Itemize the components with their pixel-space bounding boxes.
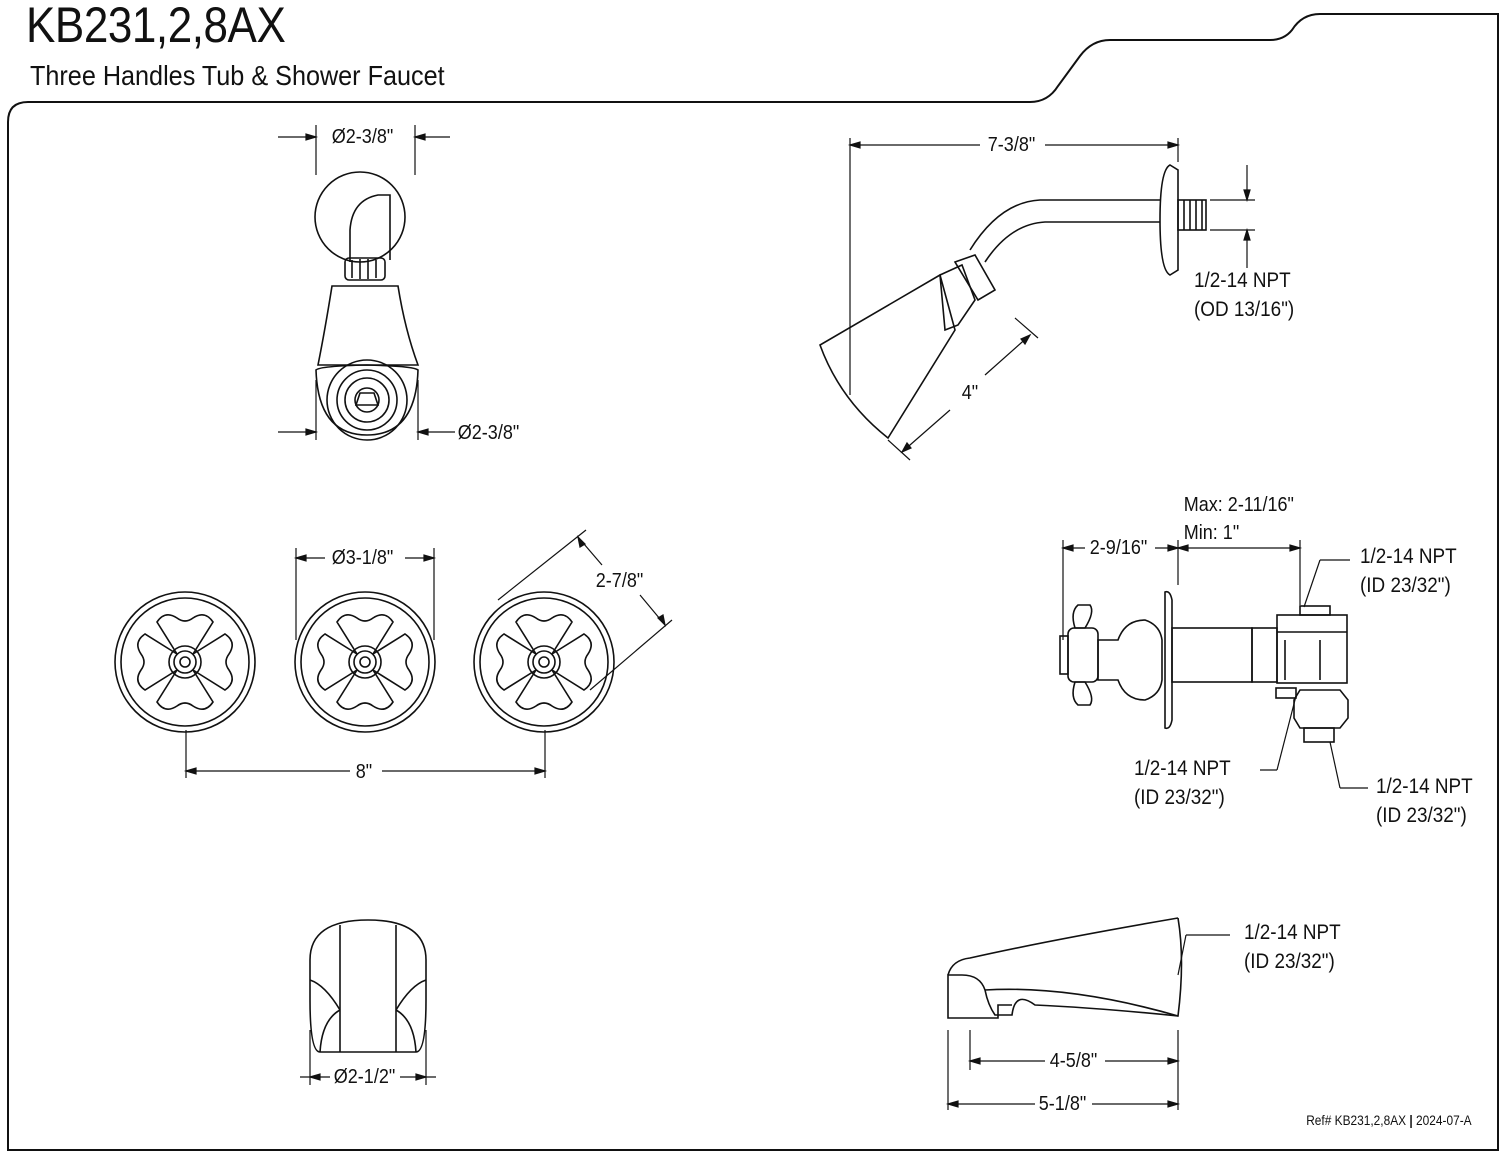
model-title: KB231,2,8AX — [26, 0, 286, 53]
note-line1: 1/2-14 NPT — [1360, 545, 1457, 568]
handle-dimensions — [183, 529, 673, 778]
dim-handle-spacing: 8" — [354, 761, 375, 783]
dim-handle-escutcheon-diag: 2-7/8" — [594, 570, 646, 592]
handles-front-view — [114, 591, 615, 733]
product-subtitle: Three Handles Tub & Shower Faucet — [30, 60, 445, 91]
footer-separator: | — [1409, 1112, 1417, 1128]
note-line1: 1/2-14 NPT — [1194, 269, 1291, 292]
note-line2: (ID 23/32") — [1134, 786, 1225, 809]
reference-footer: Ref# KB231,2,8AX | 2024-07-A — [1307, 1112, 1472, 1128]
note-spout-connection: 1/2-14 NPT (ID 23/32") — [1244, 918, 1341, 976]
revision-code: 2024-07-A — [1416, 1112, 1472, 1128]
dim-shower-head-length: 4" — [960, 382, 981, 404]
dim-spout-total: 5-1/8" — [1037, 1093, 1089, 1115]
shower-front-dimensions — [278, 125, 455, 440]
reference-number: Ref# KB231,2,8AX — [1306, 1112, 1407, 1128]
note-line2: (ID 23/32") — [1376, 804, 1467, 827]
spout-side-dimensions — [945, 1030, 1181, 1110]
spout-front-view — [309, 919, 427, 1053]
valve-dimensions — [1060, 540, 1368, 976]
valve-side-view — [1059, 590, 1349, 743]
note-shower-arm-connection: 1/2-14 NPT (OD 13/16") — [1194, 266, 1294, 324]
note-line2: (ID 23/32") — [1244, 950, 1335, 973]
shower-head-side-view — [819, 164, 1207, 440]
note-line1: 1/2-14 NPT — [1134, 757, 1231, 780]
note-valve-top-connection: 1/2-14 NPT (ID 23/32") — [1360, 542, 1457, 600]
handle-middle — [294, 591, 436, 733]
note-valve-bottom-connection: 1/2-14 NPT (ID 23/32") — [1376, 772, 1473, 830]
note-line2: (ID 23/32") — [1360, 574, 1451, 597]
dim-shower-flange-dia: Ø2-3/8" — [330, 126, 396, 148]
handle-right — [473, 591, 615, 733]
spout-front-dimensions — [300, 1030, 436, 1085]
shower-head-front-view — [314, 171, 420, 441]
dim-shower-arm-reach: 7-3/8" — [986, 134, 1038, 156]
note-valve-left-connection: 1/2-14 NPT (ID 23/32") — [1134, 754, 1231, 812]
note-line1: 1/2-14 NPT — [1244, 921, 1341, 944]
handle-left — [114, 591, 256, 733]
dim-valve-depth-max: Max: 2-11/16" — [1182, 494, 1296, 516]
dim-spout-dia: Ø2-1/2" — [332, 1066, 398, 1088]
note-line1: 1/2-14 NPT — [1376, 775, 1473, 798]
note-line2: (OD 13/16") — [1194, 298, 1295, 321]
dim-shower-head-dia: Ø2-3/8" — [456, 422, 522, 444]
dim-spout-reach: 4-5/8" — [1048, 1050, 1100, 1072]
drawing-frame — [7, 13, 1499, 1151]
spout-side-view — [947, 917, 1183, 1019]
dim-valve-handle-depth: 2-9/16" — [1088, 537, 1150, 559]
dim-valve-depth-min: Min: 1" — [1182, 522, 1242, 544]
shower-side-dimensions — [847, 138, 1255, 461]
dim-handle-escutcheon-dia: Ø3-1/8" — [330, 547, 396, 569]
